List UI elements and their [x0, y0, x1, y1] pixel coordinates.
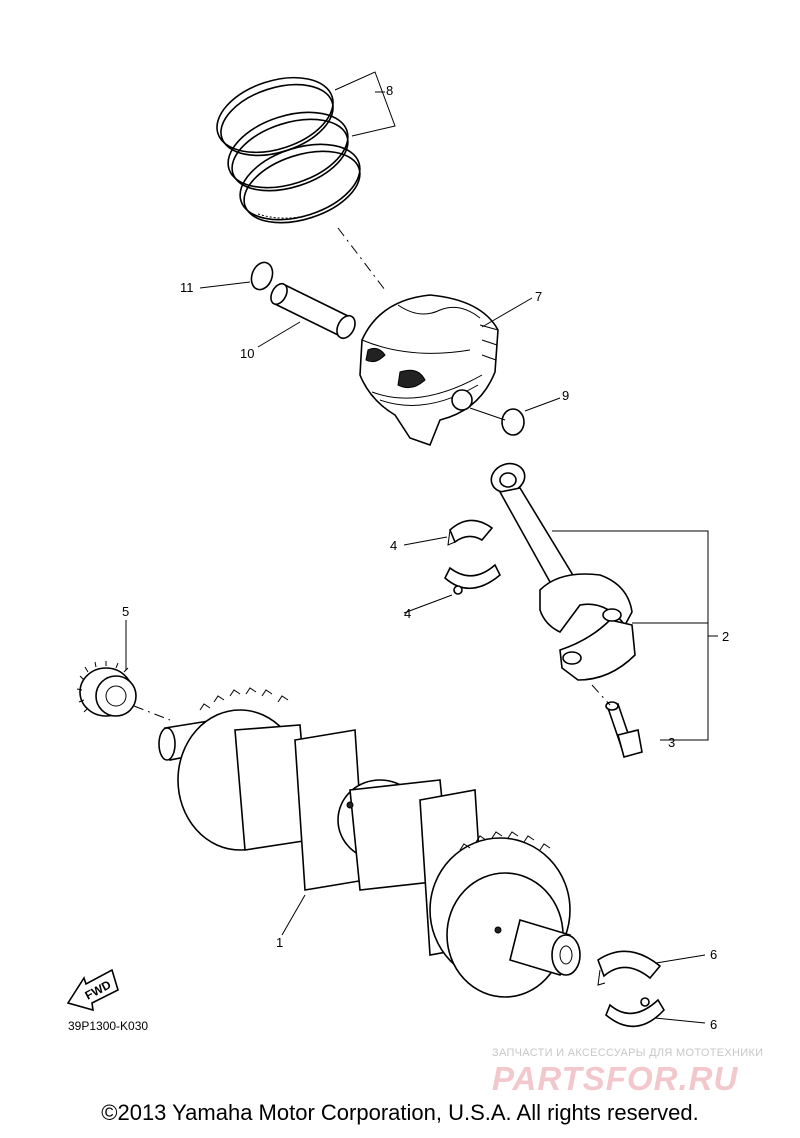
circlip-11 [250, 261, 274, 291]
circlip-9 [501, 408, 525, 436]
callout-5: 5 [122, 604, 129, 619]
bearing-upper-4 [447, 519, 494, 546]
callout-11: 11 [180, 280, 194, 295]
diagram-code: 39P1300-K030 [68, 1019, 148, 1033]
fwd-arrow-icon [66, 968, 119, 1012]
bearing-upper-6 [597, 950, 662, 986]
bearing-lower-4 [444, 563, 501, 595]
callout-4b: 4 [404, 606, 411, 621]
callout-7: 7 [535, 289, 542, 304]
watermark-tagline: ЗАПЧАСТИ И АКСЕССУАРЫ ДЛЯ МОТОТЕХНИКИ [492, 1047, 763, 1059]
rod-bolt [605, 701, 643, 758]
callout-2: 2 [722, 629, 729, 644]
callout-6b: 6 [710, 1017, 717, 1032]
piston-rings [216, 76, 361, 224]
piston-pin [270, 282, 356, 340]
piston [359, 294, 499, 447]
crankshaft [158, 687, 581, 998]
bearing-lower-6 [605, 997, 665, 1028]
callout-1: 1 [276, 935, 283, 950]
callout-3: 3 [668, 735, 675, 750]
callout-10: 10 [240, 346, 254, 361]
callout-4a: 4 [390, 538, 397, 553]
watermark-logo: PARTSFOR.RU [492, 1060, 738, 1097]
connecting-rod [490, 462, 636, 681]
copyright-notice: ©2013 Yamaha Motor Corporation, U.S.A. A… [101, 1100, 699, 1125]
crank-gear-5 [76, 661, 137, 717]
callout-6a: 6 [710, 947, 717, 962]
callout-8: 8 [386, 83, 393, 98]
callout-9: 9 [562, 388, 569, 403]
